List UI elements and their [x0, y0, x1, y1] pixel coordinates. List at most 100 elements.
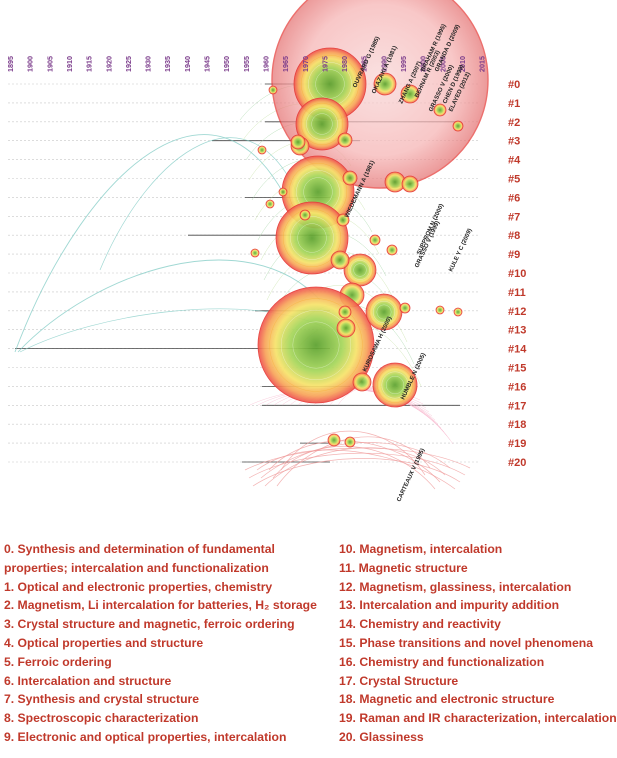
legend-item-14: 14. Chemistry and reactivity — [339, 617, 501, 632]
citation-ring — [290, 216, 334, 260]
cluster-labels: #0#1#2#3#4#5#6#7#8#9#10#11#12#13#14#15#1… — [508, 79, 527, 469]
year-label: 1970 — [301, 56, 310, 72]
author-label: SUPPROM N (2000) — [416, 203, 445, 256]
year-label: 1905 — [45, 56, 54, 72]
citation-ring — [315, 69, 345, 99]
citation-node — [399, 302, 411, 314]
author-label: KULE Y C (2009) — [448, 228, 473, 273]
year-label: 1980 — [340, 56, 349, 72]
year-label: 1920 — [104, 56, 113, 72]
year-label: 2000 — [419, 56, 428, 72]
year-label: 1950 — [222, 56, 231, 72]
legend-item-15: 15. Phase transitions and novel phenomen… — [339, 635, 593, 650]
legend-item-3: 3. Crystal structure and magnetic, ferro… — [4, 617, 295, 632]
cluster-label: #11 — [508, 287, 526, 299]
cluster-label: #9 — [508, 249, 520, 261]
legend-item-16: 16. Chemistry and functionalization — [339, 654, 545, 669]
citation-node — [257, 145, 267, 155]
citation-node — [290, 134, 306, 150]
year-label: 1925 — [124, 56, 133, 72]
cluster-label: #19 — [508, 438, 526, 450]
legend-column-left: 0. Synthesis and determination of fundam… — [4, 540, 322, 747]
citation-node — [386, 244, 398, 256]
citation-arc — [14, 134, 301, 353]
citation-node — [338, 305, 352, 319]
citation-arc — [260, 442, 451, 479]
cluster-label: #2 — [508, 117, 520, 129]
citation-ring — [283, 208, 342, 267]
year-label: 1915 — [85, 56, 94, 72]
citation-node — [275, 201, 349, 275]
citation-node — [453, 307, 463, 317]
citation-node — [265, 199, 275, 209]
citation-node — [336, 213, 350, 227]
citation-node — [299, 209, 311, 221]
citation-ring — [292, 321, 340, 369]
cluster-label: #7 — [508, 211, 520, 223]
citation-ring — [306, 108, 338, 140]
citation-node — [400, 84, 420, 104]
cluster-label: #17 — [508, 400, 526, 412]
year-label: 1930 — [144, 56, 153, 72]
citation-ring — [377, 367, 413, 403]
legend-item-11: 11. Magnetic structure — [339, 560, 468, 575]
citation-node — [295, 97, 349, 151]
citation-ring — [386, 376, 405, 395]
citation-node — [344, 436, 356, 448]
legend-item-9: 9. Electronic and optical properties, in… — [4, 729, 287, 744]
legend-item-13: 13. Intercalation and impurity addition — [339, 598, 560, 613]
year-label: 1960 — [261, 56, 270, 72]
cluster-label: #8 — [508, 230, 520, 242]
citation-node — [330, 250, 350, 270]
citation-nodes — [250, 0, 489, 448]
year-label: 1935 — [163, 56, 172, 72]
legend-item-6: 6. Intercalation and structure — [4, 673, 172, 688]
legend-column-right: 10. Magnetism, intercalation 11. Magneti… — [339, 540, 617, 747]
year-label: 2010 — [458, 56, 467, 72]
cluster-label: #0 — [508, 79, 520, 91]
cluster-label: #15 — [508, 363, 526, 375]
citation-arc — [272, 446, 436, 490]
citation-node — [433, 103, 447, 117]
citation-ring — [376, 304, 392, 320]
citation-arc — [264, 447, 446, 487]
citation-node — [336, 318, 356, 338]
legend-item-1: 1. Optical and electronic properties, ch… — [4, 579, 273, 594]
legend-item-18: 18. Magnetic and electronic structure — [339, 692, 555, 707]
citation-ring — [373, 301, 396, 324]
citation-node — [337, 132, 353, 148]
year-label: 1985 — [360, 56, 369, 72]
citation-node — [373, 72, 397, 96]
citation-ring — [350, 260, 370, 280]
citation-node — [372, 362, 418, 408]
cluster-label: #4 — [508, 155, 521, 167]
citation-node — [278, 187, 288, 197]
year-label: 1975 — [320, 56, 329, 72]
citation-ring — [297, 223, 327, 253]
year-label: 1965 — [281, 56, 290, 72]
year-label: 2015 — [478, 56, 487, 72]
legend-item-17: 17. Crystal Structure — [339, 673, 459, 688]
year-label: 1995 — [399, 56, 408, 72]
legend-item-19: 19. Raman and IR characterization, inter… — [339, 711, 617, 726]
citation-arc — [280, 430, 426, 476]
cluster-label: #3 — [508, 136, 520, 148]
legend-item-12: 12. Magnetism, glassiness, intercalation — [339, 579, 572, 594]
year-label: 1895 — [6, 56, 15, 72]
citation-node — [401, 175, 419, 193]
cluster-legend: 0. Synthesis and determination of fundam… — [0, 540, 617, 758]
cluster-label: #16 — [508, 381, 526, 393]
year-label: 1945 — [203, 56, 212, 72]
citation-arc — [17, 259, 321, 353]
citation-node — [352, 372, 372, 392]
year-label: 1990 — [379, 56, 388, 72]
citation-node — [268, 85, 278, 95]
citation-node — [250, 248, 260, 258]
cluster-label: #13 — [508, 325, 526, 337]
cluster-label: #14 — [508, 344, 527, 356]
cluster-label: #18 — [508, 419, 526, 431]
citation-ring — [353, 263, 367, 277]
citation-node — [327, 433, 341, 447]
